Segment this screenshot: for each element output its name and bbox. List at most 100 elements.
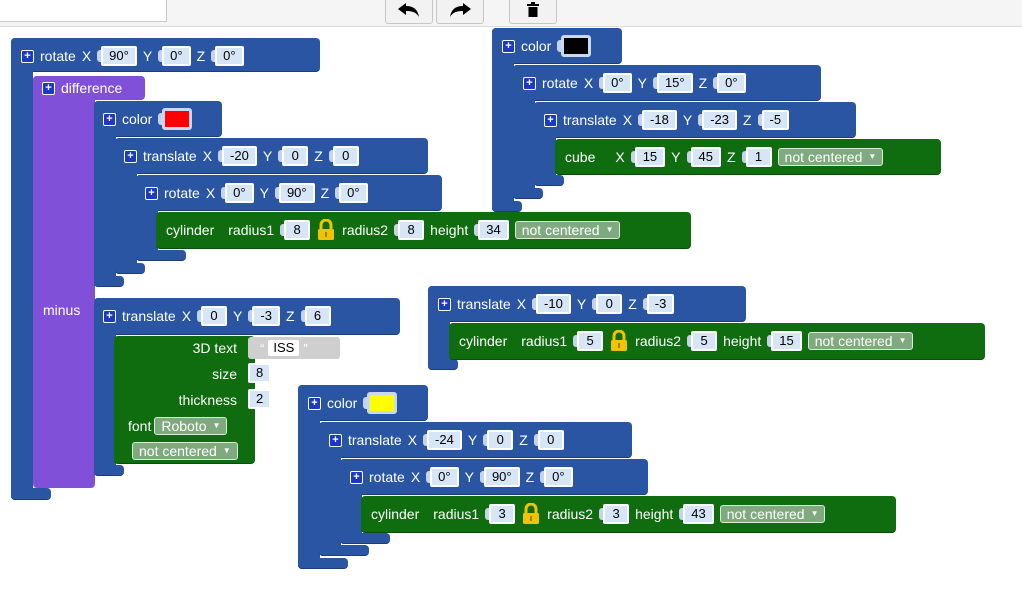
translate-block-foot [534,175,564,186]
toolbar [0,0,1022,27]
mutator-icon[interactable]: + [502,39,515,53]
cube-y-input[interactable]: 45 [686,147,721,167]
translate-x-input[interactable]: -10 [532,294,571,314]
translate-z-input[interactable]: -3 [642,294,675,314]
lock-icon[interactable] [316,219,336,241]
rotate-y-input[interactable]: 90° [479,467,520,487]
radius1-input[interactable]: 3 [485,504,516,524]
translate-block[interactable] [428,286,746,322]
cylinder-row: cylinder radius1 3 radius2 3 height 43 n… [371,503,831,525]
translate-z-input[interactable]: 0 [328,146,359,166]
text-centered-row: not centered▼ [132,441,244,461]
mutator-icon[interactable]: + [103,309,116,323]
rotate-x-input[interactable]: 90° [97,46,137,66]
translate-block[interactable] [534,102,856,138]
translate-row: + translate X -24 Y 0 Z 0 [329,430,570,450]
translate-block-foot [319,545,369,556]
color-label: color [122,111,153,127]
x-label: X [407,432,418,448]
translate-y-input[interactable]: 0 [483,430,514,450]
text-string-block[interactable]: “ ISS ” [248,337,340,359]
height-input[interactable]: 43 [679,504,714,524]
rotate-x-input[interactable]: 0° [426,467,459,487]
rotate-z-input[interactable]: 0° [713,73,746,93]
chevron-down-icon: ▼ [898,336,907,345]
mutator-icon[interactable]: + [329,433,342,447]
rotate-label: rotate [40,48,76,64]
centered-dropdown[interactable]: not centered▼ [719,505,826,523]
rotate-x-input[interactable]: 0° [221,183,254,203]
x-label: X [622,112,633,128]
mutator-icon[interactable]: + [544,113,557,127]
mutator-icon[interactable]: + [145,186,158,200]
size-input[interactable]: 8 [248,363,272,383]
height-input[interactable]: 15 [767,331,802,351]
translate-block-text[interactable] [94,298,400,335]
translate-x-input[interactable]: -24 [423,430,462,450]
rotate-z-input[interactable]: 0° [211,46,244,66]
translate-y-input[interactable]: 0 [592,294,623,314]
translate-x-input[interactable]: 0 [197,306,228,326]
radius2-input[interactable]: 5 [687,331,718,351]
translate-block[interactable] [115,138,428,174]
mutator-icon[interactable]: + [103,112,116,126]
rotate-y-input[interactable]: 90° [274,183,315,203]
y-label: Y [464,469,474,485]
radius2-input[interactable]: 3 [599,504,630,524]
redo-button[interactable] [436,0,484,24]
cube-z-input[interactable]: 1 [741,147,772,167]
z-label: Z [698,75,708,91]
font-label: font [128,418,152,434]
color-swatch[interactable] [557,35,592,57]
rotate-z-input[interactable]: 0° [335,183,368,203]
mutator-icon[interactable]: + [438,297,451,311]
translate-row: + translate X -18 Y -23 Z -5 [544,110,795,130]
rotate-x-input[interactable]: 0° [599,73,632,93]
minus-row: minus [43,300,86,320]
cube-x-input[interactable]: 15 [630,147,666,167]
translate-block[interactable] [319,422,632,458]
translate-y-input[interactable]: 0 [278,146,309,166]
delete-button[interactable] [509,0,557,24]
text3d-label: 3D text [192,340,237,356]
translate-z-input[interactable]: -5 [757,110,790,130]
lock-icon[interactable] [521,503,541,525]
radius1-input[interactable]: 8 [280,220,311,240]
translate-y-input[interactable]: -3 [248,306,280,326]
mutator-icon[interactable]: + [308,396,321,410]
mutator-icon[interactable]: + [42,81,55,95]
rotate-block-foot [11,488,51,500]
radius1-input[interactable]: 5 [573,331,604,351]
mutator-icon[interactable]: + [124,149,137,163]
lock-icon[interactable] [609,330,629,352]
translate-x-input[interactable]: -18 [638,110,677,130]
translate-x-input[interactable]: -20 [218,146,257,166]
rotate-y-input[interactable]: 0° [158,46,191,66]
thickness-input[interactable]: 2 [248,389,272,409]
centered-dropdown[interactable]: not centered▼ [514,221,621,239]
color-row: + color [502,35,597,57]
translate-z-input[interactable]: 6 [300,306,331,326]
height-input[interactable]: 34 [474,220,509,240]
centered-dropdown[interactable]: not centered▼ [807,332,914,350]
font-dropdown[interactable]: Roboto▼ [154,417,228,435]
rotate-z-input[interactable]: 0° [540,467,573,487]
text-string-input[interactable]: ISS [268,340,300,356]
centered-dropdown[interactable]: not centered▼ [132,442,238,460]
color-swatch[interactable] [363,392,398,414]
color-label: color [521,38,552,54]
color-swatch[interactable] [158,108,193,130]
centered-dropdown[interactable]: not centered▼ [777,148,884,166]
z-label: Z [726,149,736,165]
translate-y-input[interactable]: -23 [698,110,737,130]
mutator-icon[interactable]: + [523,76,536,90]
mutator-icon[interactable]: + [350,470,363,484]
mutator-icon[interactable]: + [21,49,34,63]
radius2-input[interactable]: 8 [394,220,425,240]
undo-button[interactable] [385,0,433,24]
project-name-input[interactable] [0,0,167,22]
rotate-y-input[interactable]: 15° [652,73,693,93]
z-label: Z [628,296,637,312]
redo-arrow-icon [450,3,471,17]
translate-z-input[interactable]: 0 [533,430,564,450]
